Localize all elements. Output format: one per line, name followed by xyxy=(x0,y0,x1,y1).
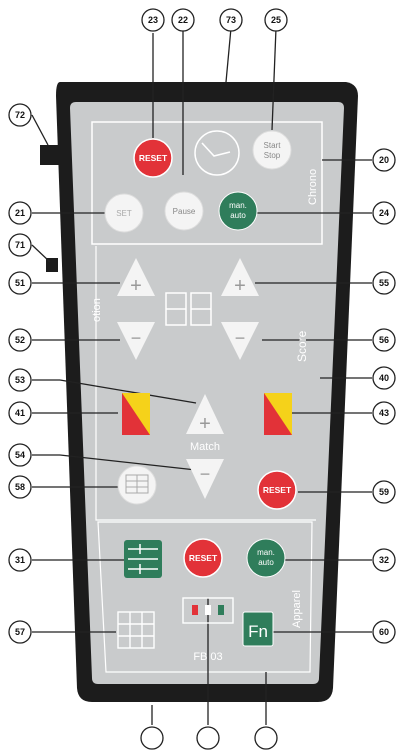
callout-58: 58 xyxy=(15,482,25,492)
match-minus-button[interactable] xyxy=(186,459,224,499)
match-label: Match xyxy=(190,441,220,453)
score-reset-label: RESET xyxy=(263,485,292,495)
callout-40: 40 xyxy=(379,373,389,383)
callout-23: 23 xyxy=(148,15,158,25)
clock-icon xyxy=(194,130,240,176)
callout-73: 73 xyxy=(226,15,236,25)
chrono-auto-label: auto xyxy=(230,211,246,220)
callout-25: 25 xyxy=(271,15,281,25)
start-stop-label-line1: Start xyxy=(264,141,282,150)
left-score-plus-button[interactable] xyxy=(117,258,155,296)
fn-button[interactable] xyxy=(242,611,274,647)
indicator-panel xyxy=(182,597,234,624)
left-card-button[interactable] xyxy=(122,393,150,435)
callout-41: 41 xyxy=(15,408,25,418)
clock-hands xyxy=(201,142,231,157)
fn-label: Fn xyxy=(248,622,268,641)
set-label: SET xyxy=(116,209,132,218)
match-minus-label: − xyxy=(200,464,211,484)
left-plus-label: + xyxy=(130,275,142,297)
start-stop-label-line2: Stop xyxy=(264,151,281,160)
apparel-section-label: Apparel xyxy=(291,590,303,628)
indicator-led-white xyxy=(205,605,211,615)
score-reset-button[interactable] xyxy=(257,470,297,510)
right-card-button[interactable] xyxy=(264,393,292,435)
callout-31: 31 xyxy=(15,555,25,565)
right-score-minus-button[interactable] xyxy=(221,322,259,360)
side-button-72[interactable] xyxy=(40,145,60,165)
sliders-icon xyxy=(128,544,158,574)
callout-54: 54 xyxy=(15,450,25,460)
callout-57: 57 xyxy=(15,627,25,637)
dice-icon[interactable] xyxy=(117,611,155,649)
apparel-auto-label: auto xyxy=(258,558,274,567)
callout-20: 20 xyxy=(379,155,389,165)
left-score-section-label: otion xyxy=(91,298,103,322)
callouts xyxy=(8,8,396,750)
apparel-reset-label: RESET xyxy=(189,553,218,563)
apparel-man-auto-button[interactable] xyxy=(246,538,286,578)
callout-43: 43 xyxy=(379,408,389,418)
apparel-section-frame xyxy=(97,521,313,673)
indicator-led-green xyxy=(218,605,224,615)
chrono-reset-label: RESET xyxy=(139,153,168,163)
right-plus-label: + xyxy=(234,275,246,297)
match-plus-button[interactable] xyxy=(186,394,224,434)
model-label: FB 03 xyxy=(193,651,222,663)
callout-21: 21 xyxy=(15,208,25,218)
chrono-man-label: man. xyxy=(229,201,247,210)
right-minus-label: − xyxy=(235,328,246,348)
callout-71: 71 xyxy=(15,240,25,250)
callout-60: 60 xyxy=(379,627,389,637)
callout-72: 72 xyxy=(15,110,25,120)
match-plus-label: + xyxy=(199,413,211,435)
right-score-section-label: Score xyxy=(295,330,309,362)
faceplate xyxy=(70,102,344,684)
callout-51: 51 xyxy=(15,278,25,288)
score-display-icon xyxy=(165,292,212,326)
grid-icon xyxy=(125,474,149,494)
callout-52: 52 xyxy=(15,335,25,345)
leader-lines xyxy=(31,27,372,725)
apparel-man-label: man. xyxy=(257,548,275,557)
callout-55: 55 xyxy=(379,278,389,288)
left-minus-label: − xyxy=(131,328,142,348)
score-section-frame xyxy=(95,246,316,521)
pause-button[interactable] xyxy=(164,191,204,231)
chrono-section-frame xyxy=(91,121,323,245)
callout-22: 22 xyxy=(178,15,188,25)
callout-59: 59 xyxy=(379,487,389,497)
callout-32: 32 xyxy=(379,555,389,565)
apparel-reset-button[interactable] xyxy=(183,538,223,578)
left-score-minus-button[interactable] xyxy=(117,322,155,360)
start-stop-button[interactable] xyxy=(252,130,292,170)
callout-24: 24 xyxy=(379,208,389,218)
callout-53: 53 xyxy=(15,375,25,385)
chrono-reset-button[interactable] xyxy=(133,138,173,178)
indicator-led-red xyxy=(192,605,198,615)
callout-56: 56 xyxy=(379,335,389,345)
right-score-plus-button[interactable] xyxy=(221,258,259,296)
pause-label: Pause xyxy=(173,207,196,216)
chrono-set-button[interactable] xyxy=(104,193,144,233)
chrono-section-label: Chrono xyxy=(307,169,319,205)
chrono-man-auto-button[interactable] xyxy=(218,191,258,231)
